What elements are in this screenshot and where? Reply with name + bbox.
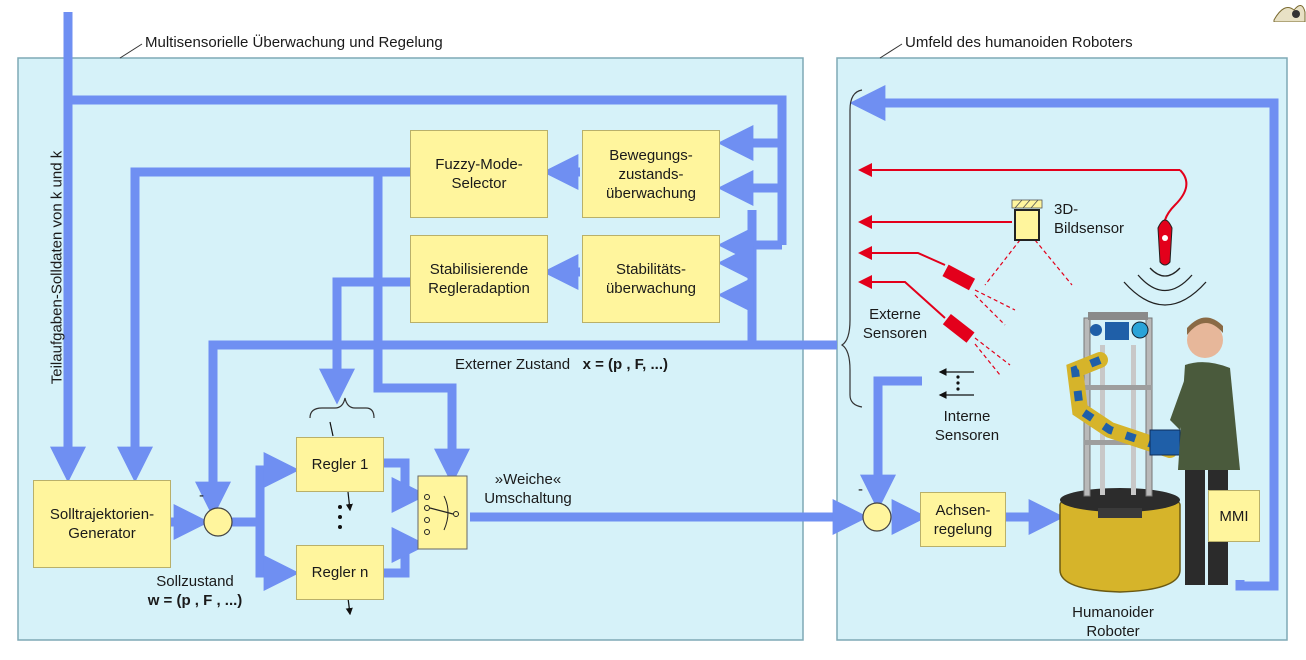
weiche-umschaltung-label: »Weiche« Umschaltung	[478, 470, 578, 508]
arrow-mmi-loop	[849, 85, 1279, 591]
laser-ray-3	[974, 337, 1011, 366]
sensor-brace	[840, 89, 863, 408]
3d-bildsensor-label: 3D- Bildsensor	[1054, 200, 1124, 238]
setpoint-side-label: Teilaufgaben-Solldaten von k und k	[48, 150, 66, 385]
3d-view-ray-2	[1034, 239, 1073, 286]
regler-n-label: Regler n	[311, 564, 369, 581]
bewegung-line-2: zustands-	[618, 165, 684, 183]
minus-sign-left: -	[199, 487, 204, 504]
externe-line-1: Externe	[869, 306, 921, 323]
stabilitaetsueberwachung-box: Stabilitäts- überwachung	[582, 235, 720, 323]
interne-line-2: Sensoren	[934, 427, 1000, 444]
regler-n-box: Regler n	[296, 545, 384, 600]
3d-line-1: 3D-	[1054, 201, 1079, 218]
stabilisierend-line-2: Regleradaption	[428, 280, 530, 297]
top-bus-line	[68, 95, 787, 245]
humanoider-line-1: Humanoider	[1072, 604, 1154, 621]
externer-zustand-formula: x = (p , F, ...)	[582, 356, 669, 373]
weiche-text: »Weiche«	[494, 471, 562, 488]
left-title-leader	[119, 43, 143, 59]
achsen-line-1: Achsen-	[935, 501, 991, 519]
laser-sensor-1	[942, 264, 976, 291]
stabilitaet-line-1: Stabilitäts-	[615, 261, 687, 278]
arrow-reglern-to-switch	[382, 527, 428, 578]
achsenregelung-box: Achsen- regelung	[920, 492, 1006, 547]
sensor-line-laser-2	[858, 275, 946, 319]
arrow-regler1-to-switch	[382, 458, 428, 513]
externer-zustand-text: Externer Zustand	[455, 356, 571, 373]
interne-line-1: Interne	[943, 408, 991, 425]
left-panel-title: Multisensorielle Überwachung und Regelun…	[145, 34, 443, 51]
humanoider-line-2: Roboter	[1086, 623, 1140, 640]
regler-1-box: Regler 1	[296, 437, 384, 492]
arrow-fuzzy-to-generator	[117, 167, 410, 483]
bewegung-line-1: Bewegungs-	[609, 146, 693, 164]
reglern-down-arrow	[345, 597, 353, 616]
internal-sensor-dots	[956, 375, 960, 391]
sum-junction-left	[203, 507, 233, 537]
right-title-leader	[879, 43, 903, 59]
fuzzy-line-2: Selector	[451, 175, 507, 192]
acoustic-sensor-icon	[1123, 219, 1207, 306]
externe-sensoren-label: Externe Sensoren	[855, 305, 935, 343]
sollzustand-label: Sollzustand w = (p , F , ...)	[140, 572, 250, 610]
3d-line-2: Bildsensor	[1054, 220, 1125, 237]
humanoider-roboter-label: Humanoider Roboter	[1058, 603, 1168, 641]
externe-line-2: Sensoren	[862, 325, 928, 342]
fuzzy-line-1: Fuzzy-Mode-	[435, 156, 523, 173]
mmi-label: MMI	[1219, 507, 1249, 525]
minus-sign-right: -	[858, 481, 863, 498]
sensor-line-laser-1	[858, 246, 946, 266]
stabilisierende-regleradaption-box: Stabilisierende Regleradaption	[410, 235, 548, 323]
laser-ray-2	[974, 294, 1006, 326]
interne-sensoren-label: Interne Sensoren	[917, 407, 1017, 445]
fuzzy-mode-selector-box: Fuzzy-Mode- Selector	[410, 130, 548, 218]
regler1-tick	[329, 421, 334, 437]
bewegung-line-3: überwachung	[605, 184, 697, 202]
external-state-line	[195, 340, 837, 518]
3d-sensor-icon	[1011, 199, 1043, 241]
controller-brace	[309, 397, 375, 419]
3d-view-ray-1	[984, 239, 1021, 286]
solltrajektorien-line-1: Solltrajektorien-	[49, 506, 155, 523]
controller-dots	[338, 505, 342, 529]
arrow-sum-to-reglern	[255, 522, 300, 591]
mmi-box: MMI	[1208, 490, 1260, 542]
arrow-internal-feedback	[860, 376, 922, 511]
sollzustand-formula: w = (p , F , ...)	[147, 592, 243, 609]
switch-symbol	[417, 475, 468, 550]
logo-icon	[1272, 0, 1306, 22]
laser-ray-1	[974, 289, 1016, 311]
humanoid-robot-illustration	[1059, 312, 1181, 593]
achsen-line-2: regelung	[933, 520, 993, 538]
stabilitaet-line-2: überwachung	[605, 280, 697, 297]
arrow-sum-to-regler1	[232, 452, 300, 527]
bewegungszustand-box: Bewegungs- zustands- überwachung	[582, 130, 720, 218]
solltrajektorien-line-2: Generator	[68, 525, 136, 542]
sollzustand-text: Sollzustand	[156, 573, 234, 590]
arrow-adaption-to-controllers	[319, 277, 410, 405]
solltrajektorien-generator-box: Solltrajektorien- Generator	[33, 480, 171, 568]
regler-1-label: Regler 1	[311, 456, 369, 473]
stabilisierend-line-1: Stabilisierende	[429, 261, 529, 278]
sum-junction-right	[862, 502, 892, 532]
regler1-down-arrow	[345, 491, 353, 512]
externer-zustand-label: Externer Zustand x = (p , F, ...)	[455, 355, 668, 374]
right-panel-title: Umfeld des humanoiden Roboters	[905, 34, 1133, 51]
umschaltung-text: Umschaltung	[484, 490, 572, 507]
laser-sensor-2	[942, 314, 975, 343]
